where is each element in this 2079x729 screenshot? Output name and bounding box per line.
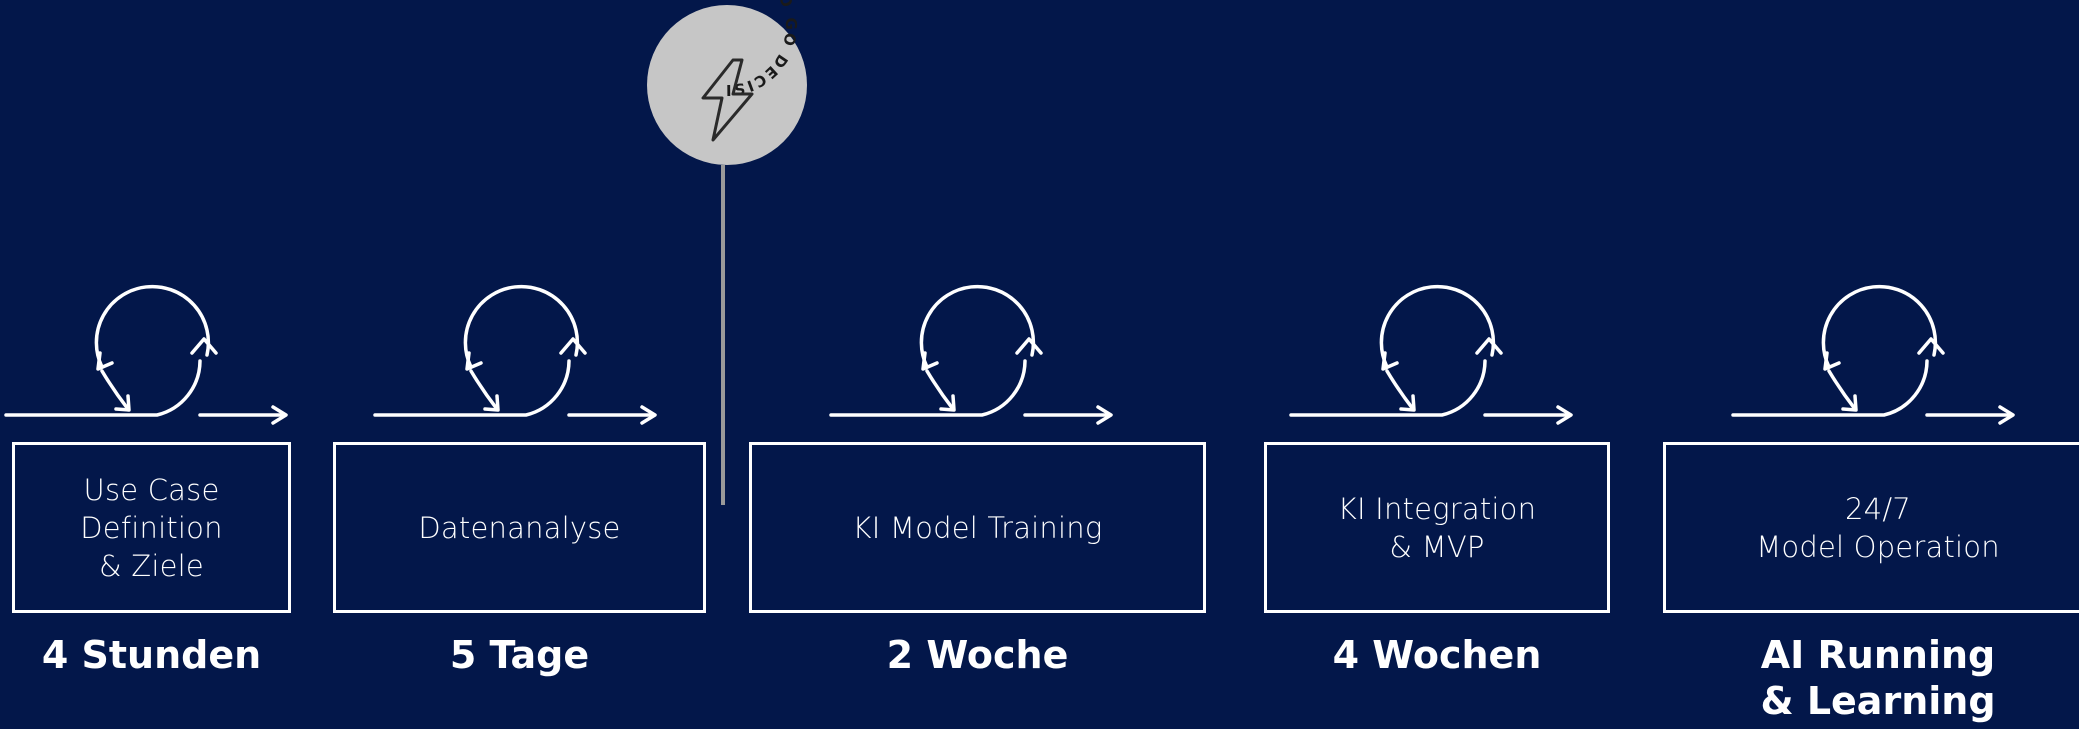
stage-duration: 5 Tage bbox=[449, 633, 590, 677]
iteration-loop-icon bbox=[829, 284, 1113, 425]
stage-box-operation: 24/7 Model Operation bbox=[1663, 442, 2079, 613]
stage-duration: 4 Wochen bbox=[1332, 633, 1542, 677]
stage-label: 24/7 Model Operation bbox=[1756, 491, 2000, 564]
iteration-loop-icon bbox=[1289, 284, 1573, 425]
stage-label: KI Integration & MVP bbox=[1337, 491, 1537, 564]
lightning-bolt-icon bbox=[701, 58, 754, 142]
stage-duration: 2 Woche bbox=[886, 633, 1069, 677]
stage-box-use-case: Use Case Definition & Ziele bbox=[12, 442, 291, 613]
stage-duration: 4 Stunden bbox=[41, 633, 262, 677]
stage-label: KI Model Training bbox=[852, 510, 1103, 545]
stage-duration: AI Running & Learning bbox=[1760, 633, 1996, 723]
stage-box-integration: KI Integration & MVP bbox=[1264, 442, 1610, 613]
iteration-loop-icon bbox=[373, 284, 657, 425]
iteration-loop-icon bbox=[4, 284, 288, 425]
decision-circle bbox=[647, 5, 807, 165]
stage-label: Datenanalyse bbox=[418, 510, 621, 545]
loop-icons bbox=[4, 284, 2015, 425]
stage-box-datenanalyse: Datenanalyse bbox=[333, 442, 706, 613]
stage-box-model-training: KI Model Training bbox=[749, 442, 1206, 613]
stage-label: Use Case Definition & Ziele bbox=[80, 472, 223, 583]
iteration-loop-icon bbox=[1731, 284, 2015, 425]
